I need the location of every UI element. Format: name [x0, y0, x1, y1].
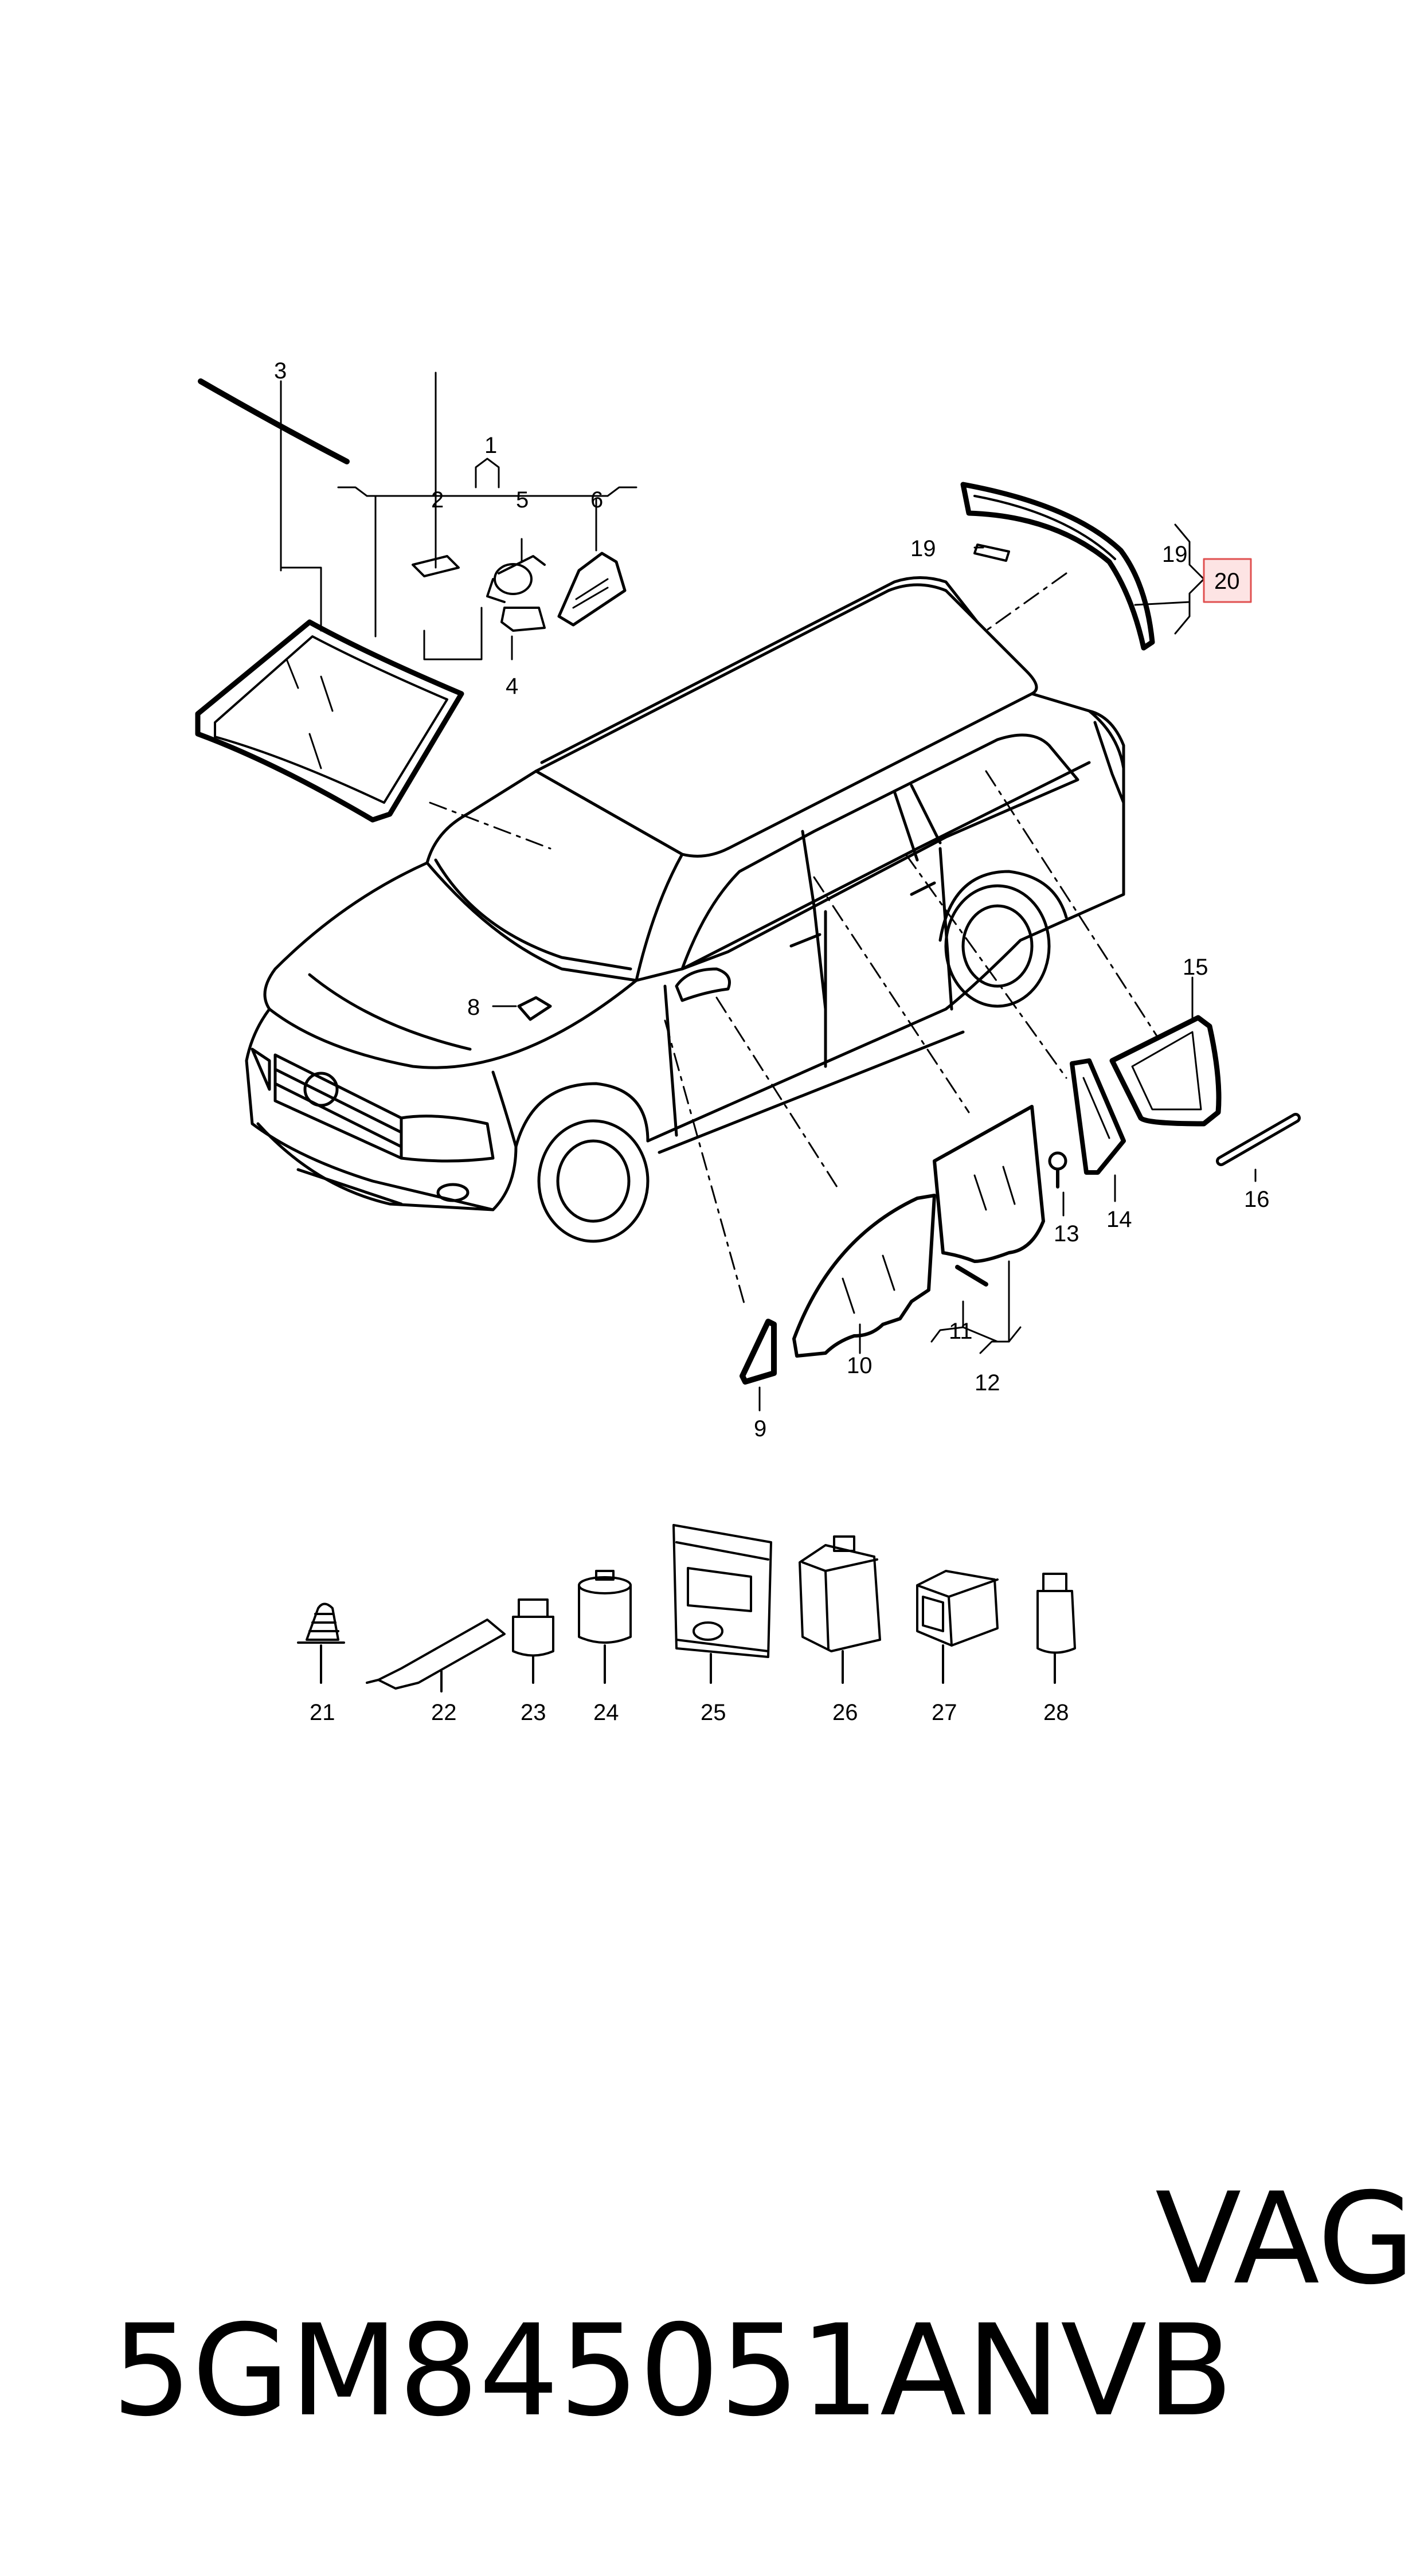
rear-door-glass: [933, 1105, 1045, 1263]
glass-parts-diagram: 1 2 3 4 5 6 8 9 10 11 12 13 14 15 16 19 …: [195, 358, 1301, 1725]
callout-brackets: [280, 372, 1257, 1412]
front-door-glass: [792, 1194, 936, 1358]
sealant-roll: [297, 1602, 345, 1684]
callout-1: 1: [484, 433, 497, 458]
parts-diagram-page: 1 2 3 4 5 6 8 9 10 11 12 13 14 15 16 19 …: [32, 358, 1415, 2437]
rear-quarter-glass: [1109, 1015, 1222, 1127]
callout-27: 27: [932, 1700, 957, 1725]
part-number: 5GM845051ANVB: [111, 2297, 1234, 2444]
small-primer-bottle: [512, 1598, 554, 1684]
rear-door-fixed-glass: [1070, 1058, 1126, 1175]
callout-15: 15: [1183, 955, 1208, 980]
rain-sensor: [486, 555, 546, 603]
callout-13: 13: [1054, 1221, 1079, 1246]
windshield-trim-strip: [198, 378, 350, 464]
windshield-glass: [195, 619, 464, 823]
callout-labels: 1 2 3 4 5 6 8 9 10 11 12 13 14 15 16 19 …: [274, 358, 1270, 1725]
callout-26: 26: [832, 1700, 858, 1725]
callout-19-right: 19: [1162, 542, 1188, 567]
callout-20: 20: [1214, 569, 1240, 594]
callout-28: 28: [1043, 1700, 1069, 1725]
callout-10: 10: [847, 1353, 873, 1378]
callout-20-highlight[interactable]: 20: [1203, 558, 1252, 603]
callout-19-left: 19: [910, 536, 936, 561]
callout-21: 21: [310, 1700, 335, 1725]
callout-22: 22: [431, 1700, 457, 1725]
callout-16: 16: [1244, 1187, 1270, 1212]
callout-2: 2: [431, 487, 444, 513]
primer-can: [578, 1570, 632, 1684]
activator-bottle: [799, 1535, 881, 1684]
callout-25: 25: [701, 1700, 726, 1725]
callout-6: 6: [590, 487, 603, 513]
adhesive-tube: [366, 1619, 506, 1692]
car-body-outline: [245, 576, 1125, 1243]
callout-8: 8: [467, 995, 480, 1020]
callout-14: 14: [1106, 1207, 1132, 1232]
cleaner-bottle: [1036, 1573, 1076, 1684]
rear-window-glass: [960, 482, 1155, 651]
front-vent-glass: [740, 1319, 777, 1385]
sensor-bracket: [500, 607, 546, 632]
callout-9: 9: [754, 1416, 766, 1441]
accessory-box: [916, 1570, 999, 1684]
callout-4: 4: [506, 674, 518, 699]
washer-pad: [517, 996, 552, 1021]
callout-bracket-19-20: [1174, 523, 1205, 635]
callout-23: 23: [521, 1700, 546, 1725]
cleaning-kit-bag: [672, 1524, 772, 1684]
footer-part-label: 5GM845051ANVB VAG: [32, 2173, 1415, 2437]
callout-24: 24: [593, 1700, 619, 1725]
callout-5: 5: [516, 487, 529, 513]
door-glass-clip: [955, 1265, 988, 1287]
sensor-cover: [557, 552, 627, 627]
callout-12: 12: [975, 1370, 1000, 1396]
callout-11: 11: [949, 1319, 973, 1344]
callout-3: 3: [274, 358, 287, 384]
mounting-screw: [1048, 1151, 1067, 1189]
rear-adhesive-pad: [973, 544, 1010, 562]
manufacturer-name: VAG: [1155, 2165, 1415, 2312]
